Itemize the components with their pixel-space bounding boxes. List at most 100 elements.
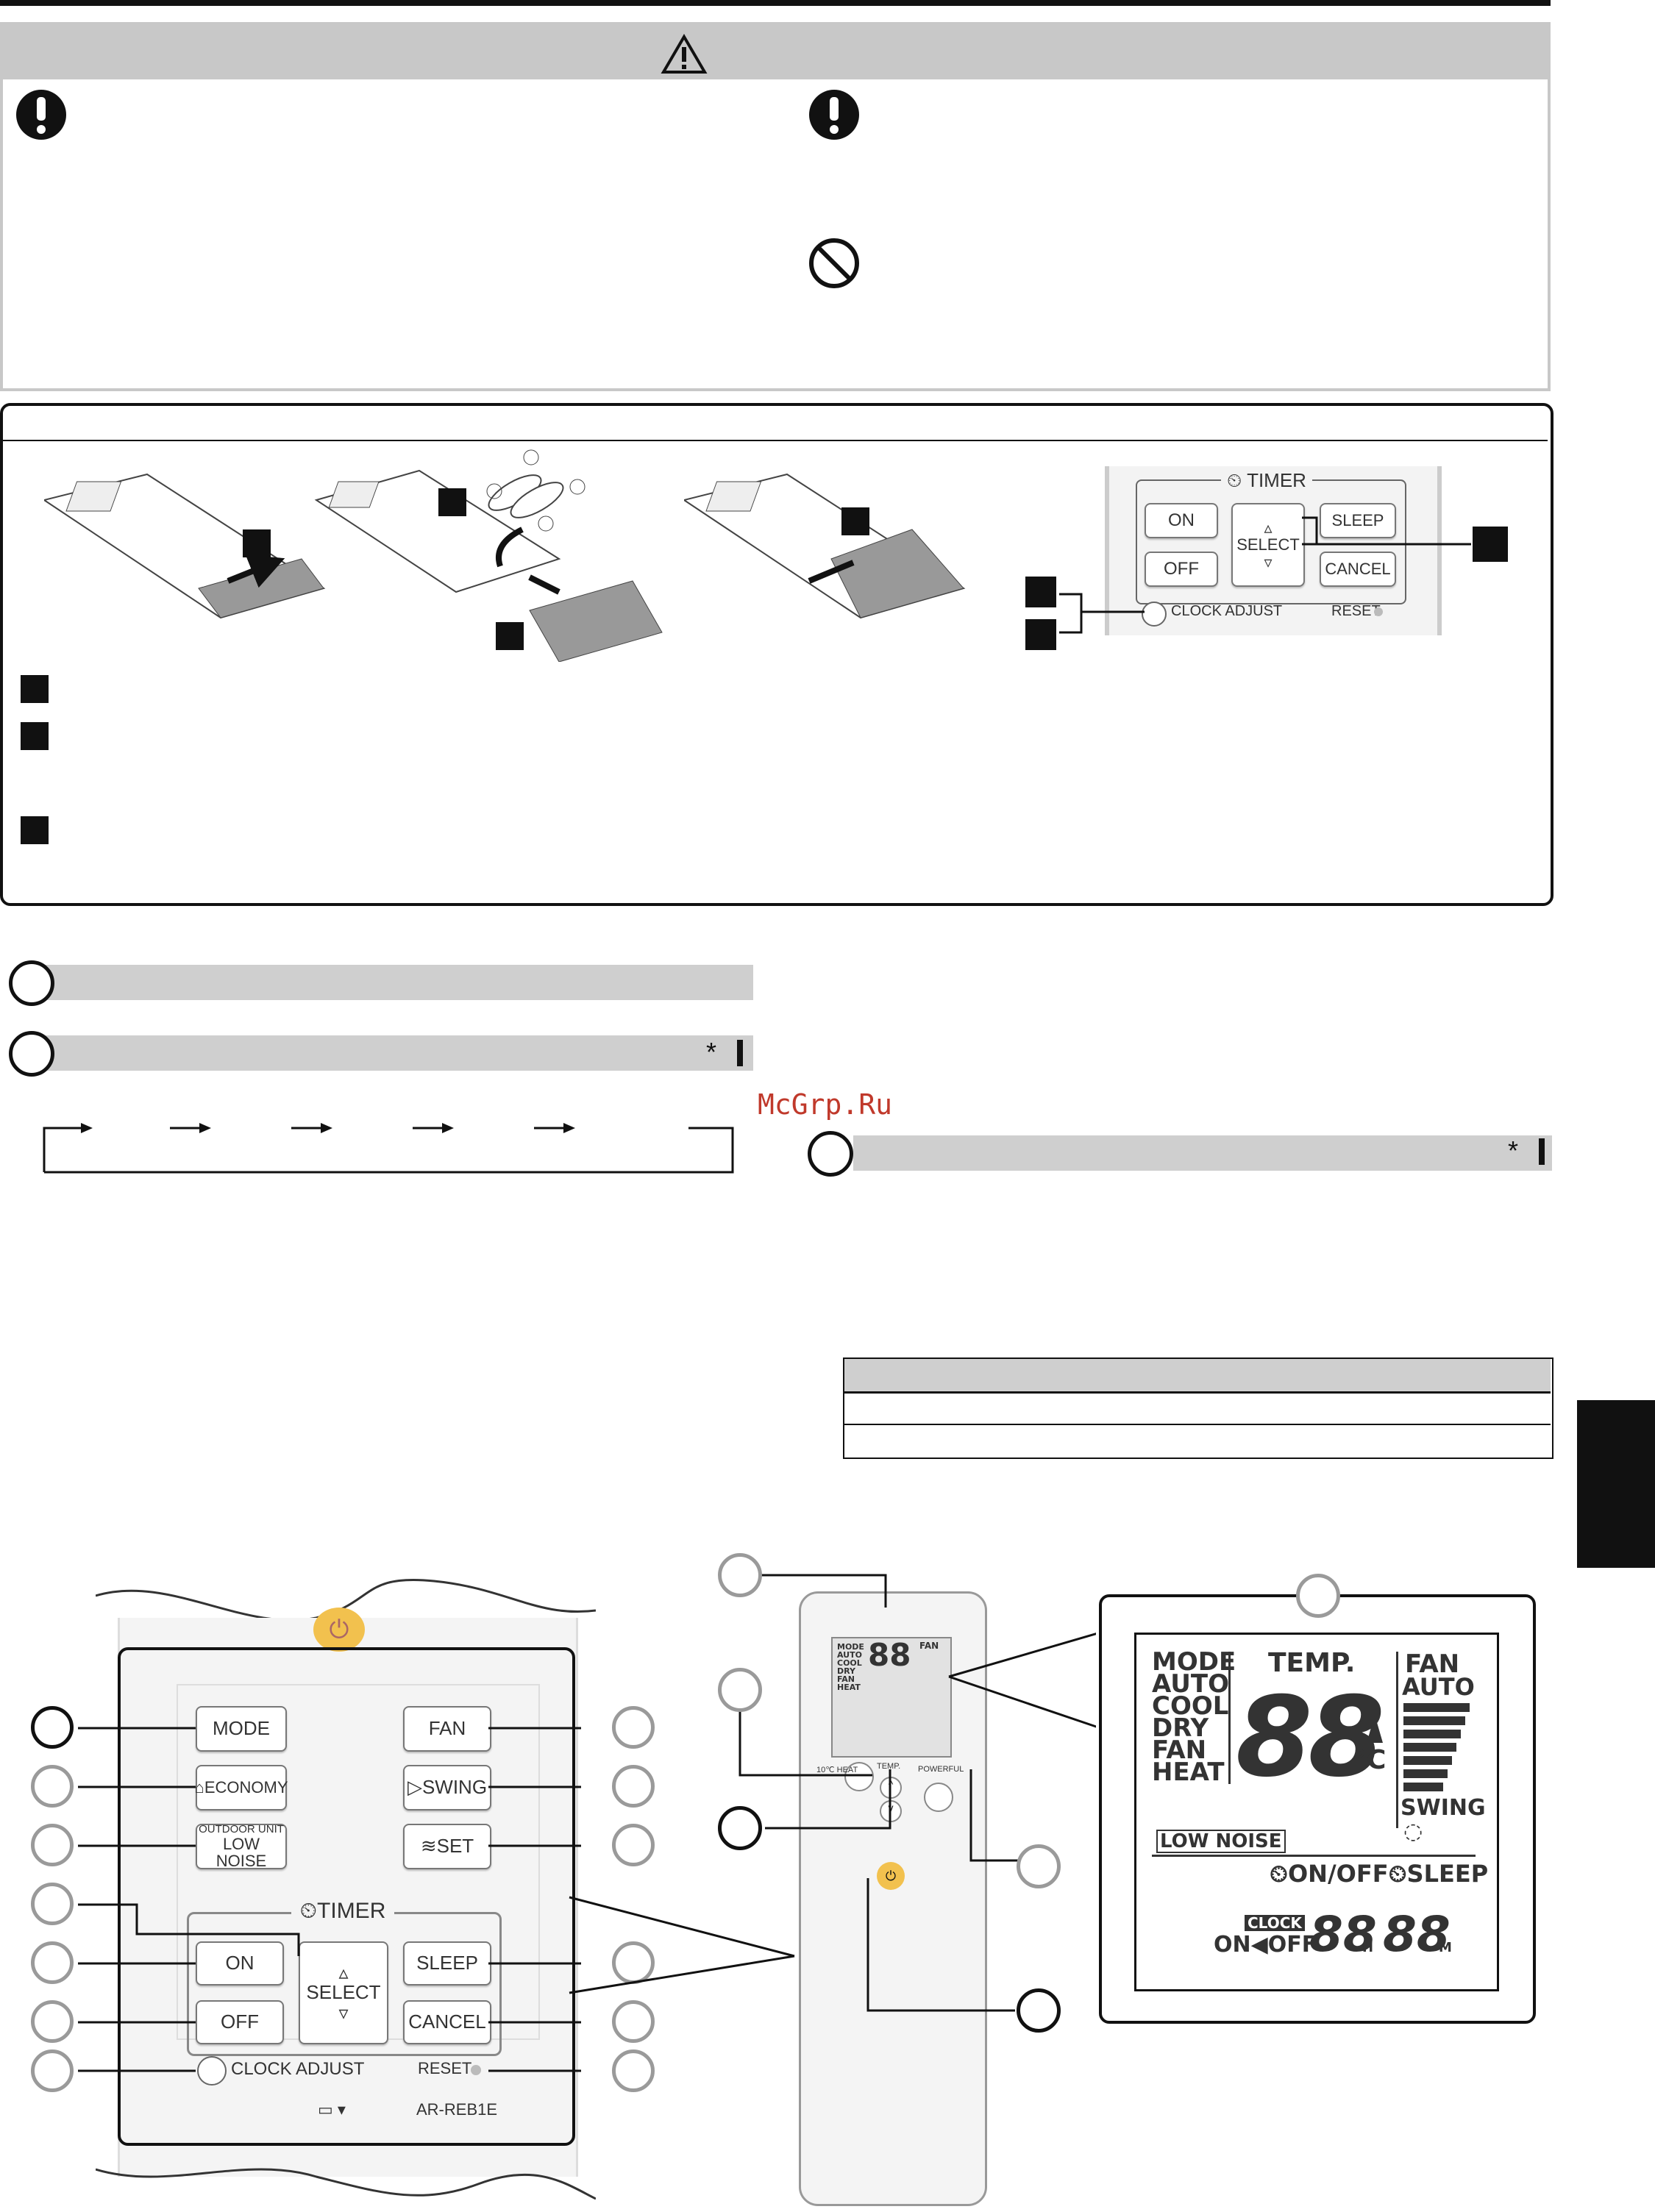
section-number-circle	[808, 1131, 853, 1177]
lcd-fan-bars	[1403, 1703, 1470, 1791]
low-noise-button[interactable]: OUTDOOR UNIT LOW NOISE	[196, 1824, 287, 1869]
remote-lcd-small	[831, 1637, 952, 1758]
heat-label: 10℃ HEAT	[816, 1766, 858, 1774]
timer-cancel-button[interactable]: CANCEL	[1320, 552, 1396, 587]
outdoor-unit-label: OUTDOOR UNIT	[199, 1823, 284, 1836]
cycle-diagram	[43, 1123, 734, 1174]
swing-icon: ▷	[407, 1776, 422, 1799]
select-label: SELECT	[1236, 535, 1300, 554]
swing-button[interactable]: ▷SWING	[403, 1765, 491, 1810]
timer-select-button[interactable]: ▵ SELECT ▿	[1231, 503, 1305, 587]
section-number-circle	[9, 960, 54, 1006]
lcd-minutes: 88	[1383, 1906, 1451, 1963]
step-marker	[21, 722, 49, 750]
tab-mark	[1539, 1138, 1545, 1165]
clock-adjust-button[interactable]	[197, 2056, 227, 2086]
warning-triangle-icon	[661, 34, 708, 74]
power-icon[interactable]: ⏻	[313, 1608, 365, 1652]
set-button[interactable]: ≋SET	[403, 1824, 491, 1869]
economy-icon: ⌂	[194, 1778, 204, 1797]
callout-circle	[612, 1706, 655, 1749]
lcd-hours: 88	[1309, 1906, 1377, 1963]
power-icon[interactable]: ⏻	[877, 1862, 905, 1890]
set-label: SET	[436, 1835, 474, 1858]
timer-off-button[interactable]: OFF	[1145, 552, 1218, 587]
step-marker	[438, 488, 466, 516]
wavy-cut-bottom	[96, 2168, 596, 2200]
watermark: McGrp.Ru	[758, 1088, 893, 1121]
callout-circle	[612, 1765, 655, 1808]
callout-circle	[1296, 1574, 1340, 1618]
up-triangle-icon: ▵	[338, 1961, 349, 1984]
clock-adjust-label: CLOCK ADJUST	[231, 2059, 365, 2079]
lcd-m: M	[1439, 1940, 1452, 1955]
callout-circle	[612, 2000, 655, 2043]
lcd-fan-label: FAN	[1405, 1649, 1460, 1679]
info-table-header	[844, 1359, 1551, 1394]
clock-adjust-button[interactable]	[1142, 602, 1167, 627]
side-tab	[1577, 1400, 1655, 1568]
zoom-lines	[569, 1896, 795, 1994]
swing-label: SWING	[421, 1776, 488, 1799]
inset-leader-lines	[1059, 516, 1471, 634]
asterisk-mark: *	[1508, 1135, 1519, 1166]
remote-back-illustration-3	[684, 473, 966, 619]
timer-sleep-button[interactable]: SLEEP	[1320, 503, 1396, 538]
lcd-up-triangle-icon	[1367, 1715, 1383, 1743]
powerful-button[interactable]	[924, 1783, 953, 1812]
section-bar-3	[853, 1135, 1552, 1171]
powerful-label: POWERFUL	[918, 1765, 964, 1774]
timer-title: ⏲TIMER	[291, 1899, 394, 1924]
low-noise-label: LOW NOISE	[216, 1834, 267, 1870]
battery-icon: ▭ ▾	[318, 2100, 346, 2119]
lcd-divider	[1152, 1855, 1476, 1857]
temp-label: TEMP.	[877, 1762, 901, 1771]
callout-lines-middle	[738, 1574, 1096, 2012]
callout-circle	[31, 1941, 74, 1984]
lcd-clock: CLOCK	[1245, 1915, 1305, 1931]
callout-circle	[31, 2049, 74, 2092]
exclamation-icon	[16, 90, 66, 140]
lcd-unit: °C	[1353, 1745, 1387, 1775]
wavy-cut-top	[96, 1578, 596, 1621]
reset-dot[interactable]	[1374, 607, 1383, 616]
timer-on-button[interactable]: ON	[196, 1941, 284, 1986]
step-marker	[1025, 577, 1056, 607]
info-table	[843, 1357, 1553, 1459]
10c-heat-button[interactable]	[844, 1762, 874, 1791]
timer-sleep-button[interactable]: SLEEP	[403, 1941, 491, 1986]
timer-on-button[interactable]: ON	[1145, 503, 1218, 538]
mode-button[interactable]: MODE	[196, 1706, 287, 1752]
callout-circle	[718, 1553, 762, 1597]
callout-circle	[31, 1706, 74, 1749]
zoom-frame	[118, 1647, 575, 2146]
section-bar-2	[32, 1035, 753, 1071]
callout-circle	[31, 2000, 74, 2043]
exclamation-icon	[809, 90, 859, 140]
lcd-h: H	[1362, 1940, 1374, 1955]
callout-circle	[718, 1668, 762, 1712]
economy-button[interactable]: ⌂ECONOMY	[194, 1765, 288, 1810]
top-rule	[0, 0, 1551, 6]
lcd-onoff-sleep: ⏲ON/OFF⏲SLEEP	[1270, 1860, 1489, 1888]
select-label: SELECT	[306, 1981, 381, 2004]
down-triangle-icon: ▿	[1264, 552, 1273, 571]
prohibition-icon	[809, 238, 859, 288]
step-marker	[21, 675, 49, 703]
step-marker	[1025, 619, 1056, 650]
step-marker	[21, 816, 49, 844]
step-marker	[841, 507, 869, 535]
callout-circle	[31, 1883, 74, 1925]
timer-title: ⏲ TIMER	[1221, 469, 1312, 493]
timer-select-button[interactable]: ▵ SELECT ▿	[299, 1941, 388, 2044]
reset-dot[interactable]	[471, 2065, 481, 2075]
set-icon: ≋	[420, 1835, 437, 1858]
timer-cancel-button[interactable]: CANCEL	[403, 2000, 491, 2044]
timer-off-button[interactable]: OFF	[196, 2000, 284, 2044]
callout-circle	[31, 1765, 74, 1808]
battery-panel	[0, 403, 1553, 906]
tab-mark	[737, 1040, 743, 1066]
callout-circle	[612, 1824, 655, 1866]
